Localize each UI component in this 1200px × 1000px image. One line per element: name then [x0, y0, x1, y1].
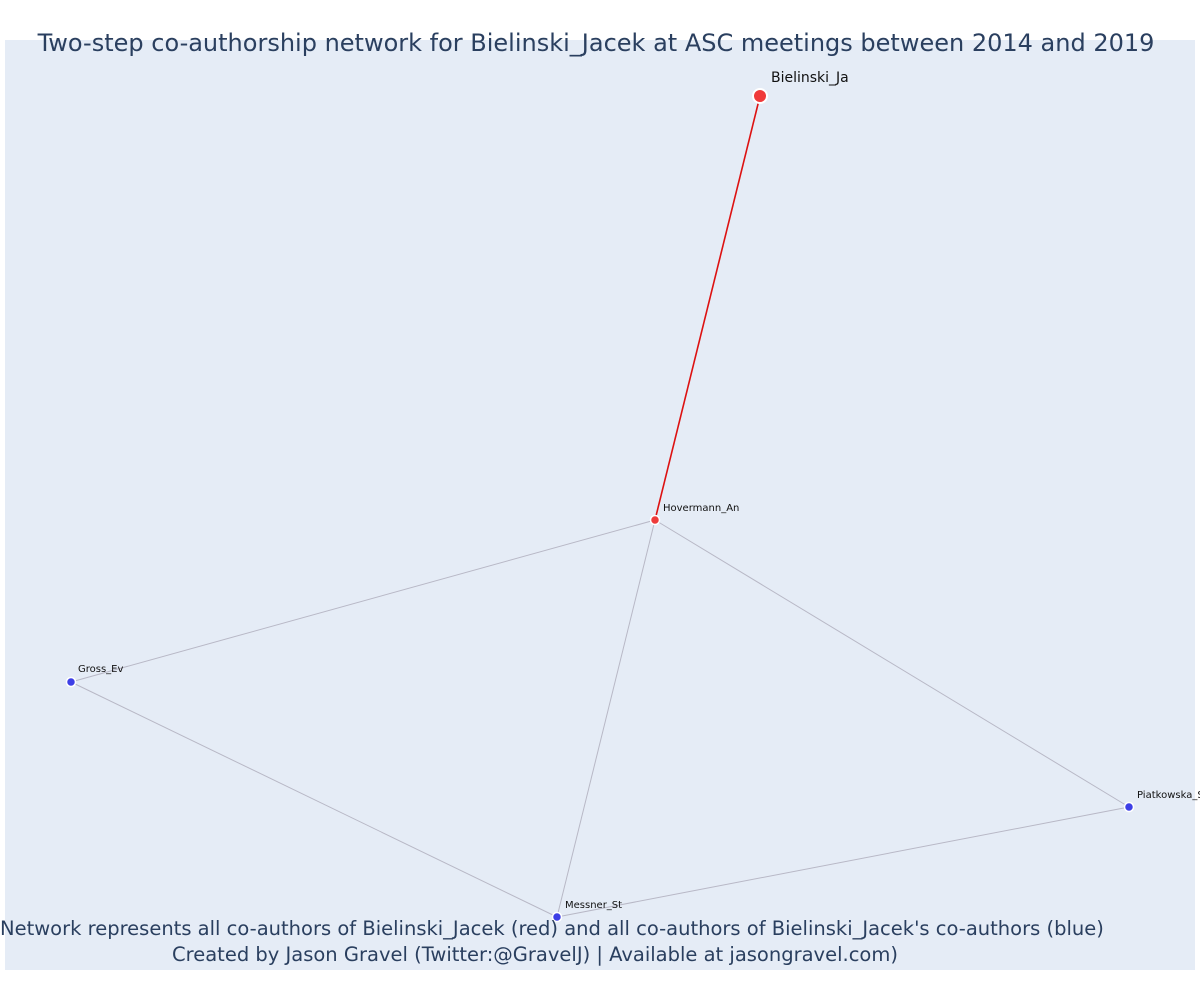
edge-hovermann-piatkowska — [654, 519, 1130, 808]
node-label-messner: Messner_St — [565, 900, 622, 911]
node-label-piatkowska: Piatkowska_S — [1137, 790, 1200, 801]
plot-background — [5, 40, 1195, 970]
node-gross[interactable] — [65, 676, 77, 688]
edges-layer — [70, 95, 1130, 918]
edge-bielinski-hovermann — [654, 95, 761, 521]
node-bielinski[interactable] — [752, 88, 768, 104]
node-label-bielinski: Bielinski_Ja — [771, 70, 849, 86]
edge-hovermann-messner — [556, 519, 656, 918]
labels-layer: Bielinski_JaHovermann_AnGross_EvMessner_… — [78, 70, 1200, 911]
node-label-hovermann: Hovermann_An — [663, 503, 739, 514]
edge-messner-piatkowska — [556, 806, 1130, 918]
node-label-gross: Gross_Ev — [78, 664, 123, 675]
node-messner[interactable] — [551, 911, 563, 923]
caption-description: Network represents all co-authors of Bie… — [0, 917, 1104, 940]
node-piatkowska[interactable] — [1123, 801, 1135, 813]
nodes-layer — [65, 88, 1135, 923]
node-hovermann[interactable] — [649, 514, 661, 526]
chart-title: Two-step co-authorship network for Bieli… — [37, 29, 1155, 57]
edge-hovermann-gross — [70, 519, 656, 683]
edge-gross-messner — [70, 681, 558, 918]
caption-credit: Created by Jason Gravel (Twitter:@Gravel… — [172, 943, 898, 966]
